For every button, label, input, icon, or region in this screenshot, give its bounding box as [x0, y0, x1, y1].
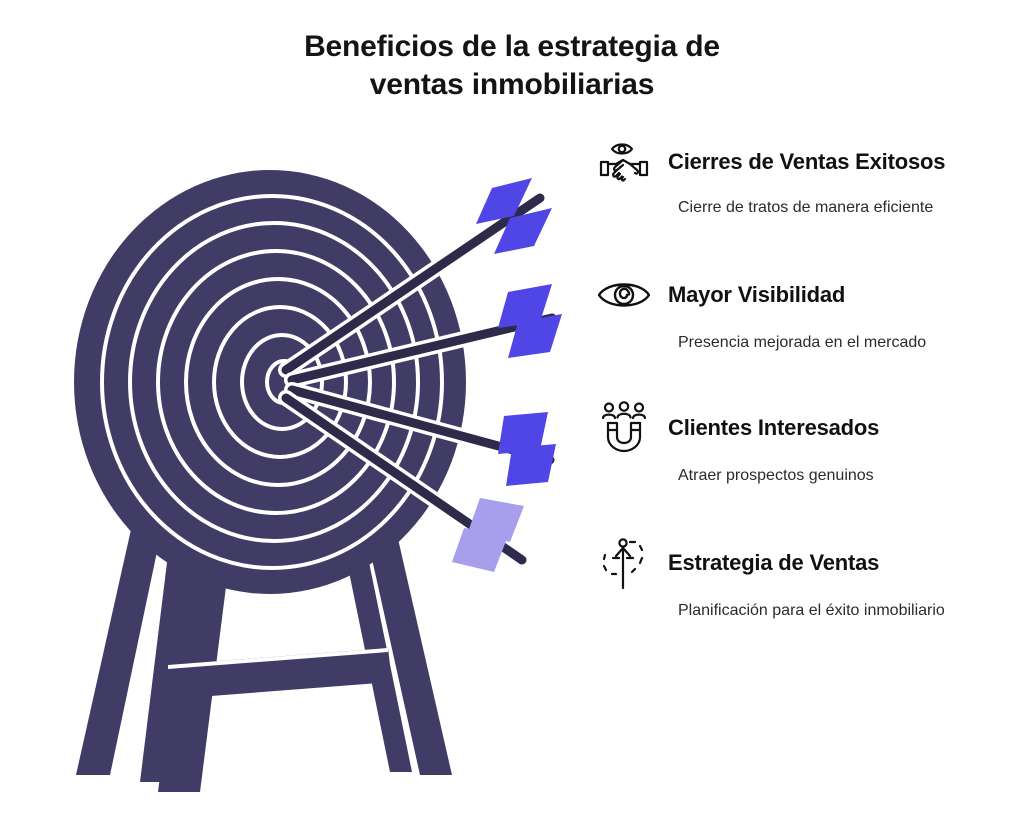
magnet-people-icon [596, 400, 652, 456]
arrow-2-shaft [287, 313, 557, 385]
target-ring-sep-6 [240, 333, 324, 431]
benefit-item-mayor-visibilidad[interactable]: Mayor Visibilidad Presencia mejorada en … [596, 267, 1008, 354]
benefit-title: Mayor Visibilidad [668, 282, 846, 307]
benefit-title: Estrategia de Ventas [668, 550, 880, 575]
benefit-header: Mayor Visibilidad [596, 267, 1008, 323]
arrow-4-fletching-bottom [452, 528, 508, 572]
arrow-1-shaft [281, 193, 545, 375]
benefit-subtitle: Atraer prospectos genuinos [678, 467, 874, 484]
arrow-1-fletching-bottom [494, 208, 552, 254]
target-ring-sep-1 [100, 194, 444, 570]
arrow-1 [278, 178, 552, 378]
arrow-1-fletching-top [476, 178, 532, 224]
upward-arrow-target-icon [596, 535, 652, 591]
arrow-2 [284, 284, 562, 388]
benefit-header: Cierres de Ventas Exitosos [596, 134, 1008, 190]
benefit-subtitle: Cierre de tratos de manera eficiente [678, 199, 934, 216]
arrow-4 [278, 390, 530, 572]
benefit-item-clientes-interesados[interactable]: Clientes Interesados Atraer prospectos g… [596, 400, 1008, 487]
arrow-3 [284, 382, 558, 486]
eye-icon [596, 267, 652, 323]
benefit-title: Clientes Interesados [668, 415, 880, 440]
page-title-line-2: ventas inmobiliarias [369, 68, 655, 101]
benefit-item-estrategia-de-ventas[interactable]: Estrategia de Ventas Planificación para … [596, 535, 1008, 622]
target-ring-sep-2 [128, 221, 420, 543]
easel-leg-left-outer [76, 525, 168, 775]
arrow-2-fletching-bottom [508, 314, 562, 358]
target-ring-sep-4 [184, 277, 372, 487]
arrows [278, 178, 562, 572]
benefit-item-cierres-de-ventas-exitosos[interactable]: Cierres de Ventas Exitosos Cierre de tra… [596, 134, 1008, 219]
page-title: Beneficios de la estrategia de ventas in… [252, 28, 772, 104]
arrow-3-fletching-bottom [506, 444, 556, 486]
target-ring-sep-3 [156, 249, 396, 515]
easel-crossbar-line [168, 648, 388, 669]
benefits-list: Cierres de Ventas Exitosos Cierre de tra… [596, 134, 1008, 654]
easel-leg-left-outer-line [110, 528, 168, 775]
arrow-3-fletching-top [498, 412, 548, 454]
archery-target-illustration [40, 170, 600, 800]
benefit-subtitle: Presencia mejorada en el mercado [678, 334, 927, 351]
arrow-2-fletching-top [498, 284, 552, 328]
handshake-eye-icon [596, 134, 652, 190]
easel-stand [76, 525, 452, 792]
benefit-header: Estrategia de Ventas [596, 535, 1008, 591]
easel-leg-right-outer [358, 530, 452, 775]
target-rings [74, 170, 466, 594]
benefit-subtitle: Planificación para el éxito inmobiliario [678, 602, 945, 619]
target-svg [74, 170, 562, 792]
arrow-4-fletching-top [468, 498, 524, 542]
target-ring-outer [74, 170, 466, 594]
target-ring-sep-5 [212, 305, 348, 459]
page-title-line-1: Beneficios de la estrategia de [304, 30, 720, 63]
benefit-header: Clientes Interesados [596, 400, 1008, 456]
benefit-title: Cierres de Ventas Exitosos [668, 149, 946, 174]
